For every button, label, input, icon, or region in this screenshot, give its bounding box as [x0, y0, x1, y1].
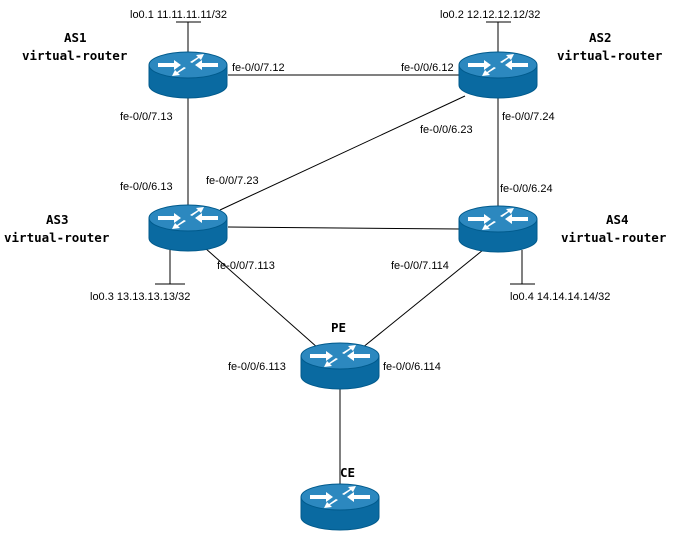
- loopback-label-as3: lo0.3 13.13.13.13/32: [90, 291, 190, 303]
- interface-label: fe-0/0/6.12: [401, 62, 454, 74]
- router-subtitle-as4: virtual-router: [561, 230, 667, 245]
- loopback-label-as1: lo0.1 11.11.11.11/32: [130, 9, 227, 21]
- interface-label: fe-0/0/6.114: [383, 361, 441, 373]
- links: [155, 21, 535, 485]
- interface-label: fe-0/0/6.23: [420, 124, 473, 136]
- router-subtitle-as3: virtual-router: [4, 230, 110, 245]
- router-title-as4: AS4: [606, 212, 629, 227]
- router-icon: [300, 342, 380, 390]
- router-as3[interactable]: [148, 204, 228, 252]
- router-title-as3: AS3: [46, 212, 69, 227]
- router-title-as1: AS1: [64, 30, 87, 45]
- interface-label: fe-0/0/7.13: [120, 111, 173, 123]
- router-title-ce: CE: [340, 465, 355, 480]
- interface-label: fe-0/0/7.24: [502, 111, 555, 123]
- link-as3-as4: [227, 226, 461, 230]
- router-as1[interactable]: [148, 51, 228, 99]
- router-subtitle-as2: virtual-router: [557, 48, 663, 63]
- router-as4[interactable]: [458, 205, 538, 253]
- interface-label: fe-0/0/6.24: [500, 183, 553, 195]
- router-as2[interactable]: [458, 51, 538, 99]
- link-as2-as3: [219, 95, 466, 211]
- router-icon: [458, 205, 538, 253]
- loopback-label-as2: lo0.2 12.12.12.12/32: [440, 9, 540, 21]
- interface-label: fe-0/0/7.12: [232, 62, 285, 74]
- router-pe[interactable]: [300, 342, 380, 390]
- router-title-as2: AS2: [589, 30, 612, 45]
- router-icon: [148, 204, 228, 252]
- router-icon: [300, 483, 380, 531]
- router-icon: [148, 51, 228, 99]
- interface-label: fe-0/0/7.114: [391, 260, 449, 272]
- router-ce[interactable]: [300, 483, 380, 531]
- interface-label: fe-0/0/6.113: [228, 361, 286, 373]
- router-icon: [458, 51, 538, 99]
- link-as4-pe: [361, 249, 484, 349]
- interface-label: fe-0/0/6.13: [120, 181, 173, 193]
- router-subtitle-as1: virtual-router: [22, 48, 128, 63]
- interface-label: fe-0/0/7.113: [217, 260, 275, 272]
- router-title-pe: PE: [331, 320, 346, 335]
- link-as3-pe: [204, 247, 319, 349]
- loopback-label-as4: lo0.4 14.14.14.14/32: [510, 291, 610, 303]
- interface-label: fe-0/0/7.23: [206, 175, 259, 187]
